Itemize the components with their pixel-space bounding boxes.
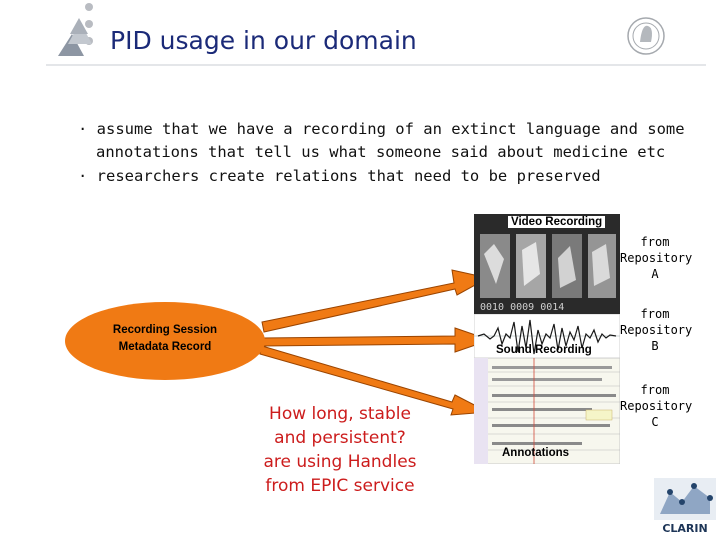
svg-text:0010 0009 0014: 0010 0009 0014 — [480, 302, 564, 313]
repository-b-label: from Repository B — [620, 307, 693, 353]
clarin-logo: CLARIN — [652, 476, 718, 538]
handles-note: How long, stable and persistent? are usi… — [263, 404, 417, 496]
annotations-image — [474, 358, 620, 464]
session-record-label: Recording Session Metadata Record — [112, 324, 218, 353]
annotations-label: Annotations — [502, 447, 570, 459]
arrow-to-video — [261, 269, 490, 333]
sound-recording-label: Sound Recording — [496, 344, 592, 356]
title-divider — [46, 64, 706, 66]
svg-text:CLARIN: CLARIN — [662, 522, 707, 535]
bullet-1: · assume that we have a recording of an … — [78, 120, 685, 138]
session-ellipse — [65, 302, 265, 380]
repository-a-label: from Repository A — [620, 235, 693, 281]
sound-waveform-image — [474, 314, 620, 358]
arrow-to-annotations — [259, 345, 490, 416]
arrow-to-sound — [261, 327, 492, 353]
slide-logo — [58, 3, 93, 56]
bullet-1-continued: annotations that tell us what someone sa… — [96, 143, 666, 161]
repository-c-label: from Repository C — [620, 383, 693, 429]
bullet-2: · researchers create relations that need… — [78, 167, 601, 185]
slide-title: PID usage in our domain — [110, 26, 417, 55]
video-recording-image: 0010 0009 0014 — [474, 214, 620, 314]
video-recording-label: Video Recording — [508, 214, 606, 231]
